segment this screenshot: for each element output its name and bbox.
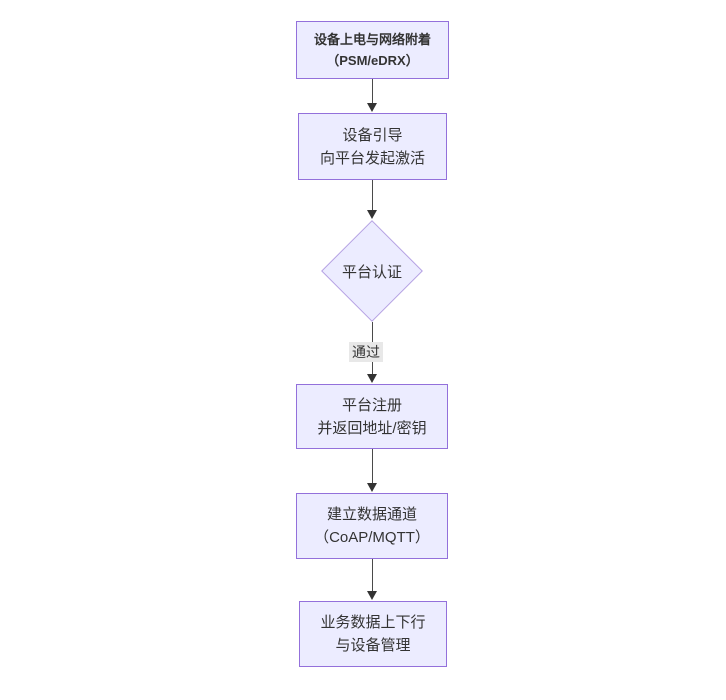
node-channel-line2: （CoAP/MQTT） (314, 529, 430, 546)
node-bootstrap-line2: 向平台发起激活 (319, 149, 425, 167)
arrow-head-bootstrap-to-auth (367, 210, 377, 219)
node-data-channel: 建立数据通道 （CoAP/MQTT） (296, 493, 448, 559)
node-bootstrap-line1: 设备引导 (342, 126, 403, 144)
arrow-head-register-to-channel (367, 483, 377, 492)
edge-label-pass: 通过 (349, 342, 383, 362)
arrow-head-auth-to-register (367, 374, 377, 383)
node-business-line1: 业务数据上下行 (320, 614, 426, 631)
arrow-line-channel-to-business (372, 559, 373, 591)
arrow-head-power-to-bootstrap (367, 103, 377, 112)
node-register-line1: 平台注册 (341, 396, 402, 414)
node-device-bootstrap: 设备引导 向平台发起激活 (298, 113, 447, 180)
node-business-line2: 与设备管理 (335, 637, 411, 654)
node-platform-register: 平台注册 并返回地址/密钥 (296, 384, 448, 449)
node-power-network-attach: 设备上电与网络附着 （PSM/eDRX） (296, 21, 449, 79)
arrow-line-bootstrap-to-auth (372, 180, 373, 210)
arrow-line-register-to-channel (372, 449, 373, 483)
decision-auth-label: 平台认证 (341, 263, 402, 281)
node-power-line1: 设备上电与网络附着 (313, 32, 431, 47)
node-channel-line1: 建立数据通道 (326, 506, 417, 523)
node-register-line2: 并返回地址/密钥 (317, 419, 427, 437)
arrow-head-channel-to-business (367, 591, 377, 600)
arrow-line-power-to-bootstrap (372, 79, 373, 103)
decision-platform-auth: 平台认证 (321, 220, 423, 322)
node-business-data: 业务数据上下行 与设备管理 (299, 601, 447, 667)
node-power-line2: （PSM/eDRX） (326, 53, 419, 68)
